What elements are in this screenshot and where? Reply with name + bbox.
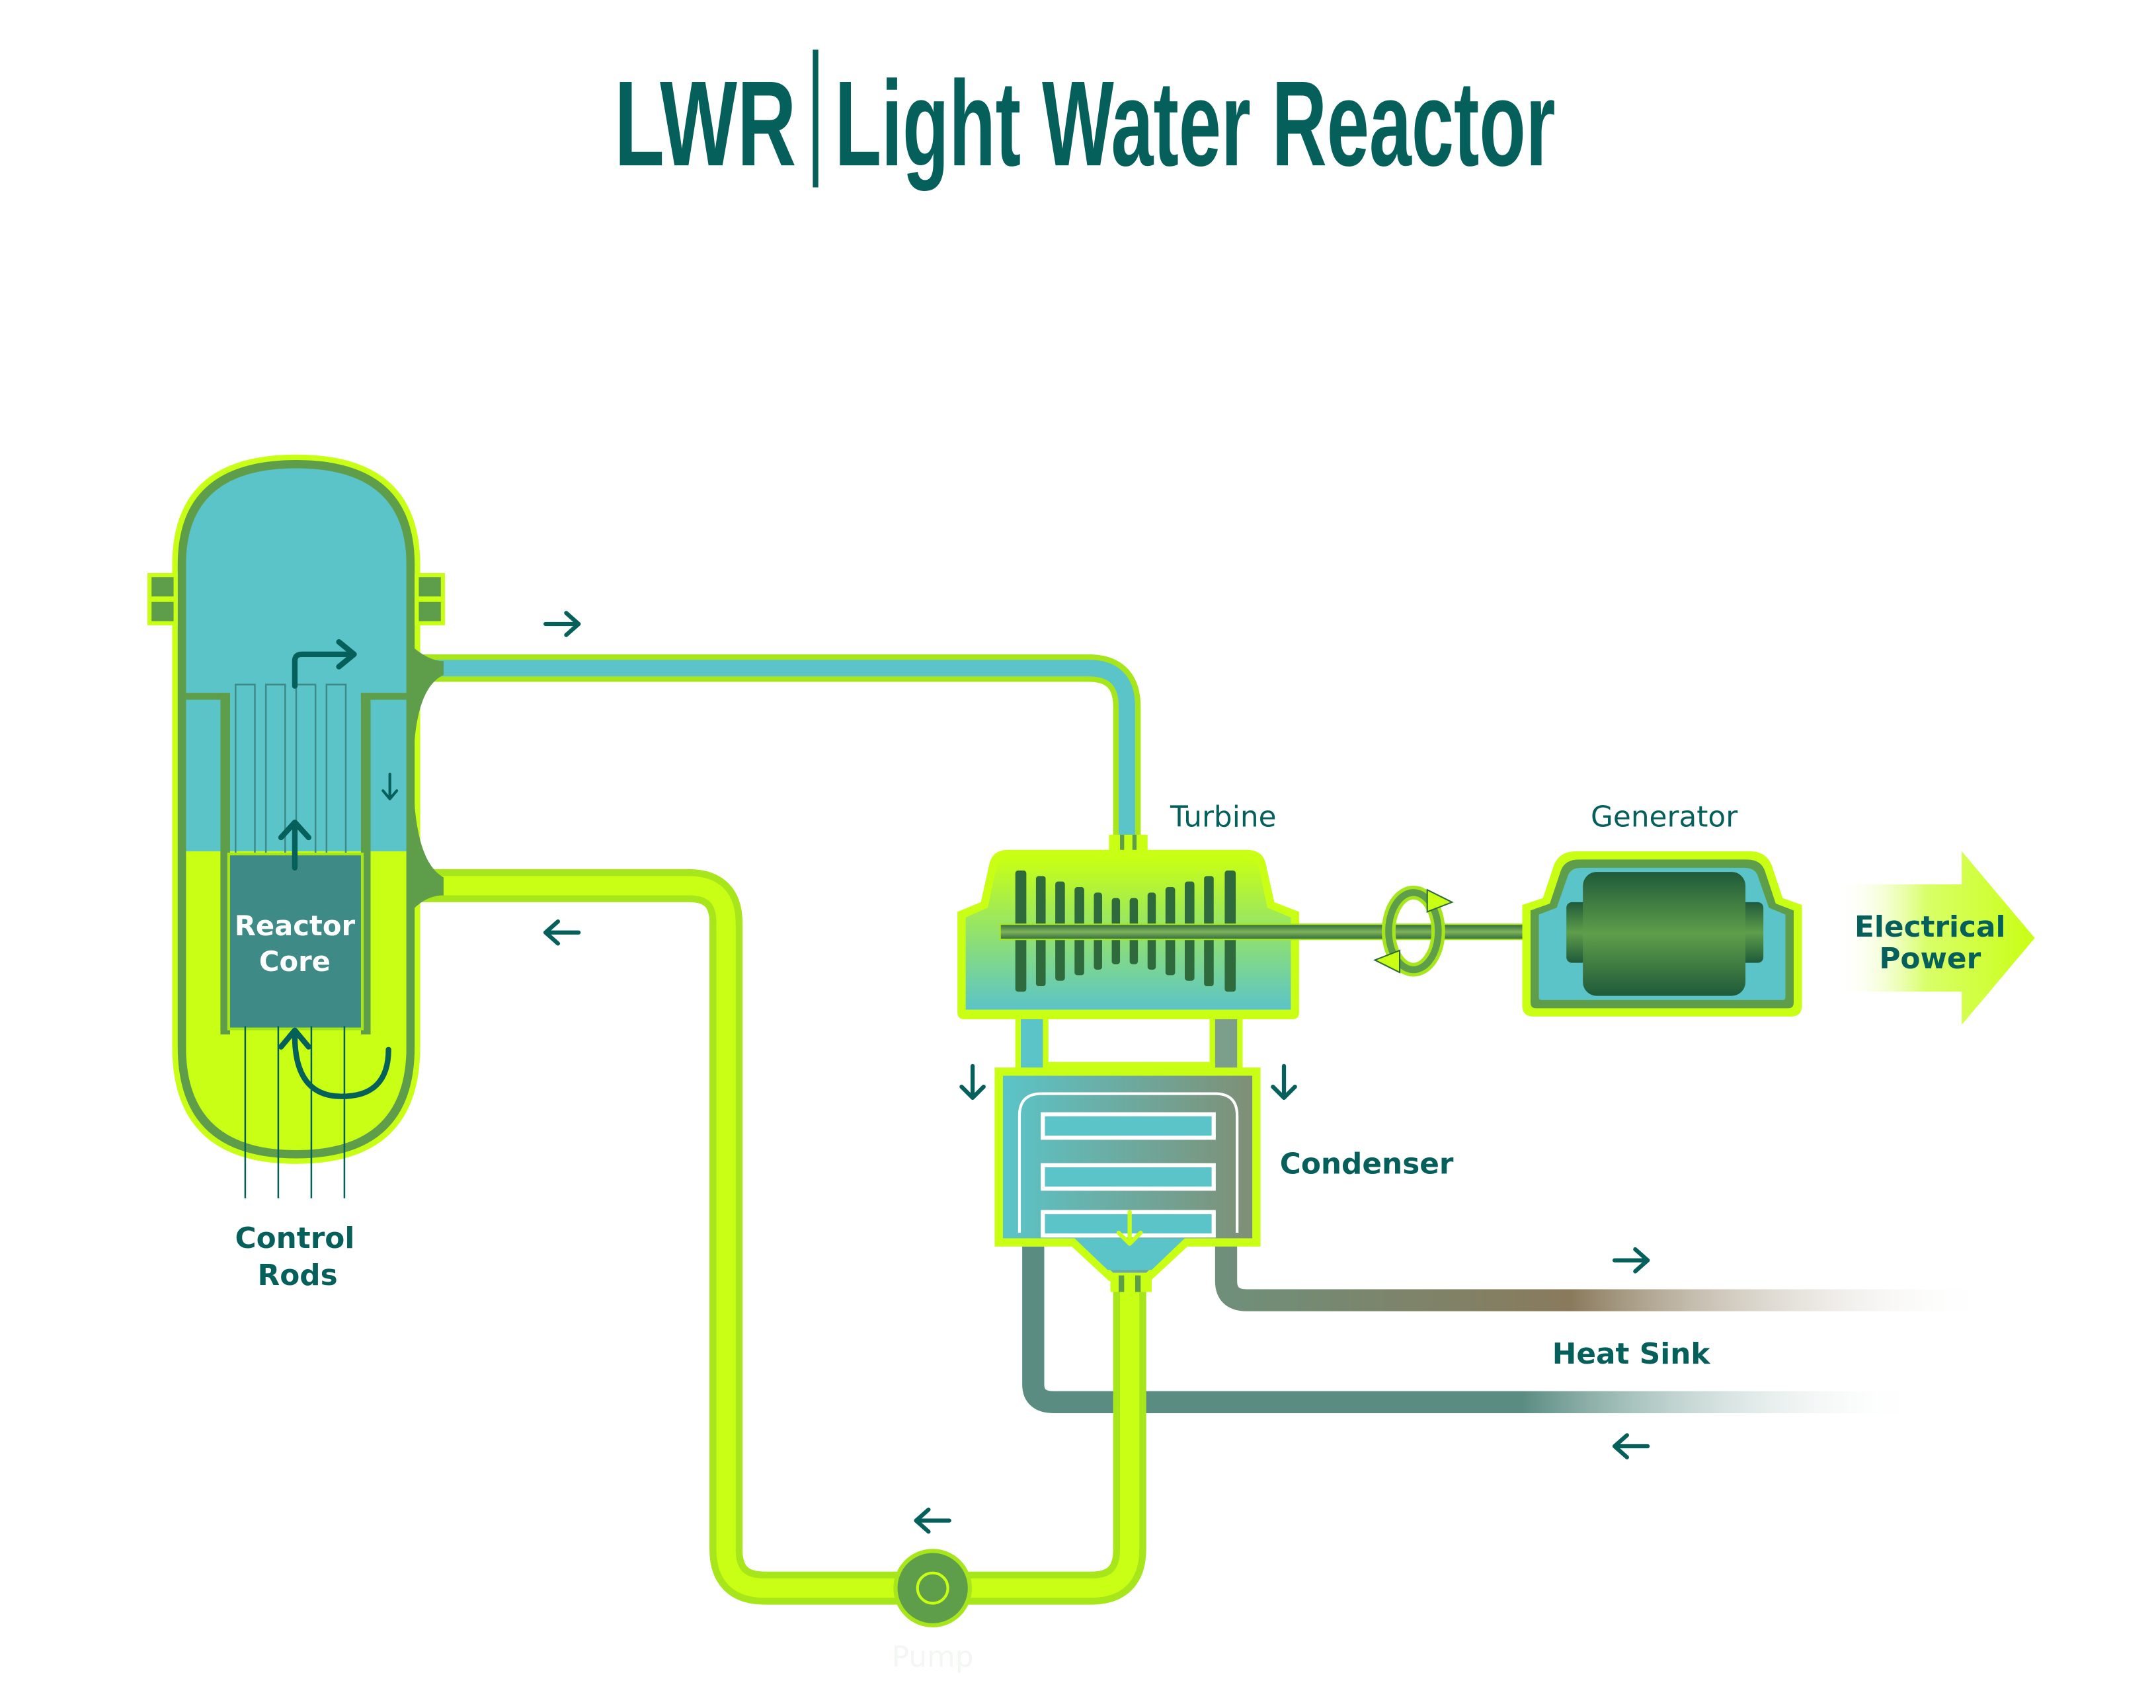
heat-sink-pipes: [1022, 1239, 1991, 1413]
reactor-core-label-2: Core: [259, 945, 331, 978]
control-rods-label-1: Control: [235, 1222, 354, 1255]
arrow-icon: [543, 919, 581, 946]
reactor-vessel: Reactor Core: [147, 454, 446, 1198]
downcomer-arrow: [381, 773, 399, 800]
arrow-icon: [1271, 1064, 1297, 1100]
steam-pipe: [406, 654, 1141, 843]
control-rod-drives: [244, 1026, 346, 1198]
title-abbr: LWR: [614, 56, 796, 191]
electrical-power-label-2: Power: [1879, 942, 1981, 976]
arrow-icon: [292, 651, 356, 689]
arrow-icon: [914, 1507, 951, 1534]
electrical-power-label-1: Electrical: [1855, 910, 2005, 944]
generator-rotor: [1583, 872, 1746, 996]
condenser-label: Condenser: [1280, 1147, 1454, 1181]
condenser: [994, 1012, 1261, 1292]
turbine: [957, 834, 1299, 1020]
generator-label: Generator: [1591, 800, 1737, 834]
title-full: Light Water Reactor: [835, 56, 1556, 191]
arrow-icon: [959, 1064, 986, 1100]
vessel-flange-left: [147, 572, 178, 626]
turbine-label: Turbine: [1170, 800, 1276, 834]
generator: [1522, 851, 1802, 1017]
vessel-flange-right: [415, 572, 446, 626]
arrow-icon: [1612, 1247, 1650, 1274]
cold-supply-pipe: [1022, 1246, 1922, 1413]
flow-arrows: [543, 611, 1650, 1534]
core-flow-arrows: [278, 639, 391, 1099]
pump-label: Pump: [892, 1640, 974, 1674]
hot-return-pipe: [1215, 1239, 1991, 1311]
reactor-core-label-1: Reactor: [235, 910, 356, 942]
condenser-tubes: [1041, 1112, 1216, 1238]
output-arrow-icon: [1836, 851, 2035, 1025]
condensate-arrow: [1116, 1210, 1143, 1246]
arrow-icon: [292, 1032, 391, 1099]
heat-sink-label: Heat Sink: [1552, 1337, 1711, 1371]
diagram-title: LWR Light Water Reactor: [614, 50, 1556, 191]
arrow-icon: [1612, 1433, 1650, 1459]
control-rods-label-2: Rods: [258, 1259, 338, 1292]
pump: [893, 1549, 973, 1628]
title-divider: [813, 50, 818, 188]
arrow-icon: [543, 611, 581, 637]
feedwater-pipe: [406, 869, 1146, 1605]
rotation-icon: [1373, 885, 1454, 977]
